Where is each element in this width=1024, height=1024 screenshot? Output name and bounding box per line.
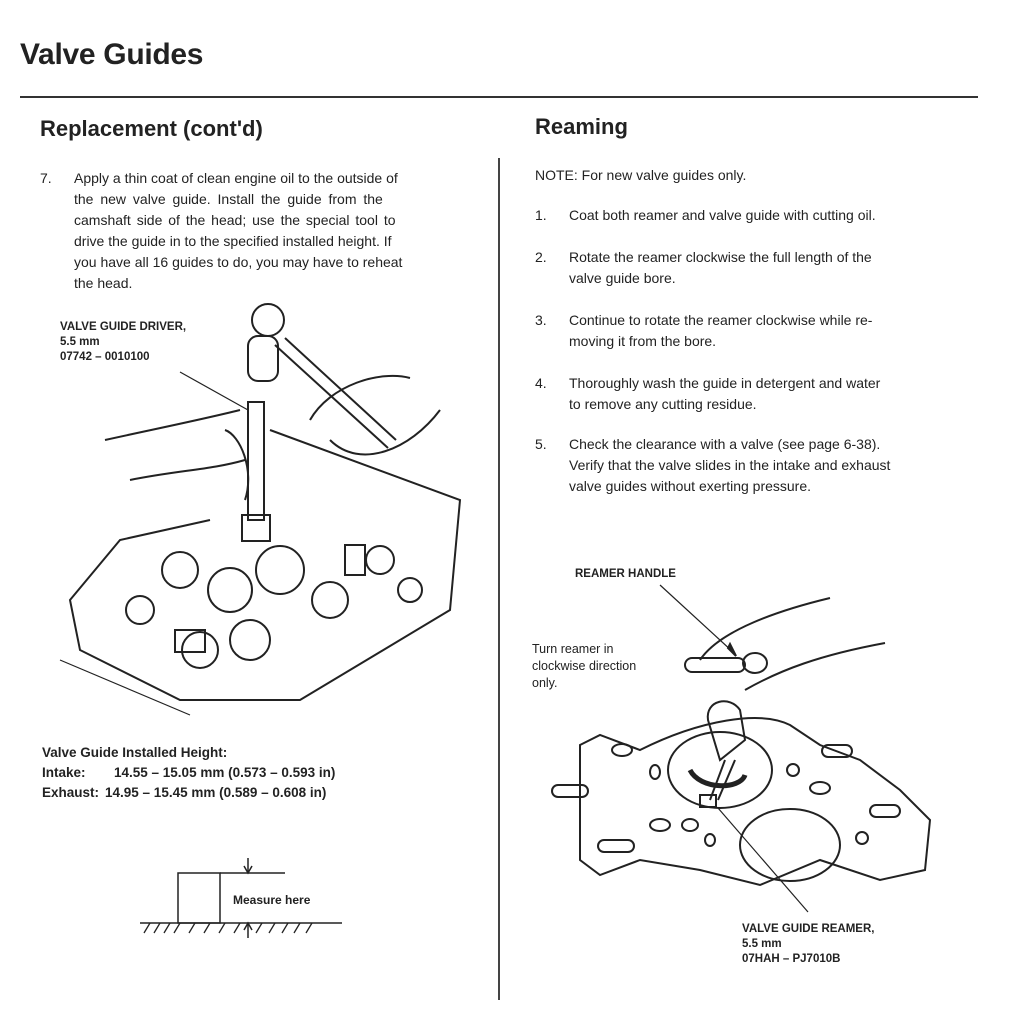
note-line: only. [532, 676, 558, 690]
reaming-step-4: 4. Thoroughly wash the guide in detergen… [535, 373, 975, 417]
step-line: valve guides without exerting pressure. [569, 478, 812, 494]
step-line: Coat both reamer and valve guide with cu… [569, 207, 876, 223]
measure-diagram [140, 858, 342, 938]
reamer-handle-label: REAMER HANDLE [575, 568, 676, 580]
step-number: 4. [535, 375, 547, 391]
intake-value: 14.55 – 15.05 mm (0.573 – 0.593 in) [114, 765, 336, 780]
step-line: Verify that the valve slides in the inta… [569, 457, 891, 473]
step-line: the new valve guide. Install the guide f… [74, 191, 383, 207]
step-line: Thoroughly wash the guide in detergent a… [569, 375, 881, 391]
step-number: 7. [40, 170, 52, 186]
tool-size: 5.5 mm [742, 938, 782, 950]
tool-name: VALVE GUIDE DRIVER, [60, 321, 187, 333]
section-heading-replacement: Replacement (cont'd) [40, 116, 263, 141]
note-line: Turn reamer in [532, 642, 614, 656]
installed-height-spec: Valve Guide Installed Height: Intake: 14.… [42, 743, 335, 803]
step-line: the head. [74, 275, 133, 291]
spec-title: Valve Guide Installed Height: [42, 745, 228, 760]
reaming-step-2: 2. Rotate the reamer clockwise the full … [535, 247, 975, 291]
note-line: clockwise direction [532, 659, 637, 673]
driver-tool-label: VALVE GUIDE DRIVER, 5.5 mm 07742 – 00101… [60, 320, 186, 365]
exhaust-label: Exhaust: [42, 785, 100, 800]
turn-direction-note: Turn reamer in clockwise direction only. [532, 641, 636, 692]
page-title: Valve Guides [20, 38, 204, 71]
step-number: 2. [535, 249, 547, 265]
reaming-step-1: 1. Coat both reamer and valve guide with… [535, 205, 975, 227]
step-number: 5. [535, 436, 547, 452]
guide-driver-illustration [59, 303, 462, 716]
step-line: moving it from the bore. [569, 333, 717, 349]
step-line: you have all 16 guides to do, you may ha… [74, 254, 403, 270]
step-line: Continue to rotate the reamer clockwise … [569, 312, 873, 328]
title-rule [20, 96, 978, 98]
step-line: valve guide bore. [569, 270, 676, 286]
tool-size: 5.5 mm [60, 336, 100, 348]
step-line: Apply a thin coat of clean engine oil to… [74, 170, 398, 186]
step-number: 3. [535, 312, 547, 328]
exhaust-value: 14.95 – 15.45 mm (0.589 – 0.608 in) [105, 785, 327, 800]
column-divider [498, 158, 500, 1000]
step-line: Rotate the reamer clockwise the full len… [569, 249, 872, 265]
reaming-note: NOTE: For new valve guides only. [535, 167, 747, 183]
section-heading-reaming: Reaming [535, 114, 628, 139]
step-line: to remove any cutting residue. [569, 396, 757, 412]
intake-label: Intake: [42, 765, 86, 780]
reamer-tool-label: VALVE GUIDE REAMER, 5.5 mm 07HAH – PJ701… [742, 922, 874, 967]
step-7: 7. Apply a thin coat of clean engine oil… [40, 168, 480, 298]
step-line: camshaft side of the head; use the speci… [74, 212, 396, 228]
tool-part-number: 07742 – 0010100 [60, 351, 150, 363]
step-line: drive the guide in to the specified inst… [74, 233, 392, 249]
reaming-step-5: 5. Check the clearance with a valve (see… [535, 434, 975, 500]
tool-name: VALVE GUIDE REAMER, [742, 923, 875, 935]
step-line: Check the clearance with a valve (see pa… [569, 436, 881, 452]
reaming-step-3: 3. Continue to rotate the reamer clockwi… [535, 310, 975, 354]
measure-here-label: Measure here [233, 893, 311, 907]
step-number: 1. [535, 207, 547, 223]
tool-part-number: 07HAH – PJ7010B [742, 953, 841, 965]
